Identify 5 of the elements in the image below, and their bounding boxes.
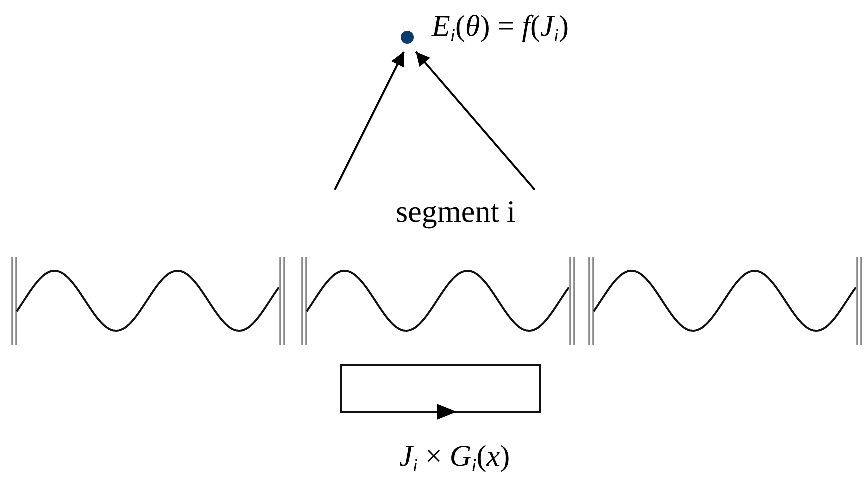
arrow: [334, 52, 405, 190]
formula-label: E$_{i}$(θ) = f(J$_{i}$): [432, 10, 570, 44]
arrow: [415, 51, 536, 191]
formula-label: J$_{i}$ × G$_{i}$(x): [400, 440, 510, 474]
segment-label: segment i: [396, 194, 516, 230]
